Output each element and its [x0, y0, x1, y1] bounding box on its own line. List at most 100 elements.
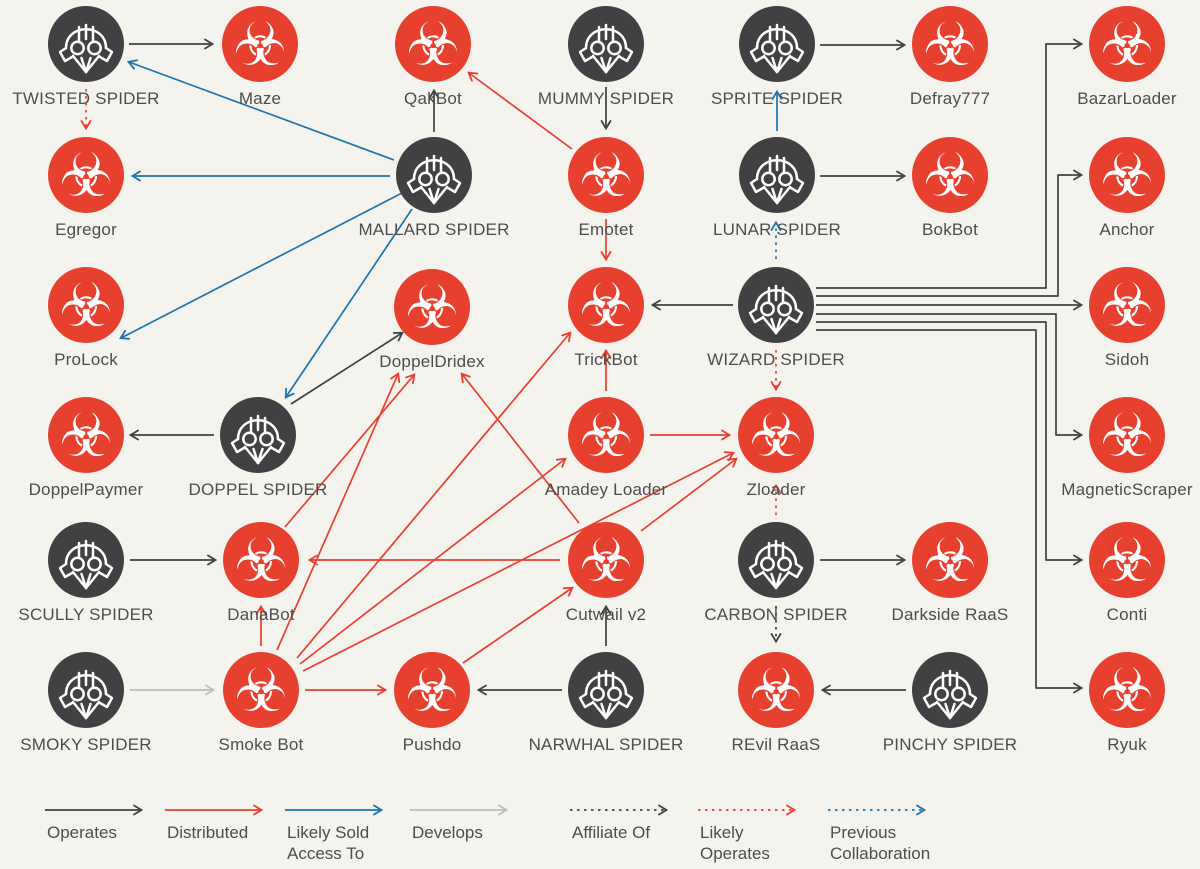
- biohazard-icon: ☣: [1100, 526, 1154, 596]
- malware-node-smoke-bot: ☣Smoke Bot: [219, 652, 303, 754]
- malware-node-trickbot: ☣TrickBot: [568, 267, 644, 369]
- node-label: BokBot: [922, 220, 978, 239]
- node-label: Darkside RaaS: [892, 605, 1009, 624]
- node-label: TrickBot: [574, 350, 637, 369]
- edge-distributed-smoke-bot-to-trickbot: [296, 331, 572, 659]
- biohazard-icon: ☣: [1100, 401, 1154, 471]
- edge-likely_sold_access_to-mallard-spider-to-doppel-spider: [284, 208, 413, 399]
- adversary-node-mummy-spider: MUMMY SPIDER: [538, 6, 674, 108]
- node-label: QakBot: [404, 89, 462, 108]
- adversary-node-sprite-spider: SPRITE SPIDER: [711, 6, 843, 108]
- biohazard-icon: ☣: [579, 401, 633, 471]
- spider-circle: [220, 397, 296, 473]
- malware-circle: [222, 6, 298, 82]
- malware-circle: [1089, 6, 1165, 82]
- malware-circle: [738, 652, 814, 728]
- malware-node-conti: ☣Conti: [1089, 522, 1165, 624]
- malware-node-anchor: ☣ Anchor: [1089, 137, 1165, 239]
- malware-circle: [395, 6, 471, 82]
- edge-operates-doppel-spider-to-doppeldridex: [290, 331, 404, 405]
- spider-circle: [48, 652, 124, 728]
- legend-label-line: Operates: [47, 823, 117, 842]
- edge-operates-wizard-spider-to-bazarloader: [816, 38, 1084, 289]
- malware-circle: [394, 652, 470, 728]
- legend-label-line: Likely Sold: [287, 823, 369, 842]
- edge-distributed-smoke-bot-to-doppeldridex: [276, 371, 401, 651]
- malware-node-zloader: ☣Zloader: [738, 397, 814, 499]
- malware-circle: [223, 522, 299, 598]
- malware-circle: [1089, 137, 1165, 213]
- adversary-node-wizard-spider: WIZARD SPIDER: [707, 267, 845, 369]
- malware-circle: [568, 522, 644, 598]
- adversary-node-doppel-spider: DOPPEL SPIDER: [189, 397, 327, 499]
- malware-node-emotet: ☣ Emotet: [568, 137, 644, 239]
- legend-label-line: Access To: [287, 844, 364, 863]
- spider-circle: [912, 652, 988, 728]
- node-label: Sidoh: [1105, 350, 1149, 369]
- node-label: Emotet: [578, 220, 633, 239]
- node-label: BazarLoader: [1077, 89, 1177, 108]
- edge-distributed-cutwail-v2-to-doppeldridex: [460, 372, 580, 524]
- biohazard-icon: ☣: [1100, 271, 1154, 341]
- biohazard-icon: ☣: [1100, 141, 1154, 211]
- node-label: DoppelDridex: [379, 352, 485, 371]
- biohazard-icon: ☣: [923, 141, 977, 211]
- node-label: MALLARD SPIDER: [358, 220, 509, 239]
- legend-item-affiliate_of: Affiliate Of: [570, 804, 669, 842]
- node-label: Maze: [239, 89, 281, 108]
- edge-operates-wizard-spider-to-ryuk: [816, 329, 1084, 694]
- biohazard-icon: ☣: [923, 10, 977, 80]
- biohazard-icon: ☣: [405, 656, 459, 726]
- biohazard-icon: ☣: [233, 10, 287, 80]
- spider-circle: [739, 6, 815, 82]
- edge-operates-wizard-spider-to-magneticscraper: [816, 313, 1084, 441]
- node-label: Pushdo: [403, 735, 462, 754]
- edge-operates-wizard-spider-to-anchor: [816, 169, 1084, 297]
- legend-item-distributed: Distributed: [165, 804, 264, 842]
- node-label: MUMMY SPIDER: [538, 89, 674, 108]
- malware-node-defray777: ☣Defray777: [910, 6, 990, 108]
- edge-distributed-smoke-bot-to-zloader: [302, 451, 736, 672]
- edge-likely_sold_access_to-mallard-spider-to-twisted-spider: [126, 59, 395, 161]
- malware-circle: [568, 267, 644, 343]
- malware-circle: [568, 137, 644, 213]
- malware-node-bazarloader: ☣BazarLoader: [1077, 6, 1177, 108]
- node-label: NARWHAL SPIDER: [529, 735, 684, 754]
- malware-circle: [912, 137, 988, 213]
- edge-distributed-danabot-to-doppeldridex: [284, 373, 416, 528]
- malware-circle: [48, 397, 124, 473]
- node-label: Anchor: [1099, 220, 1154, 239]
- node-label: Ryuk: [1107, 735, 1147, 754]
- malware-circle: [568, 397, 644, 473]
- node-label: Amadey Loader: [545, 480, 668, 499]
- biohazard-icon: ☣: [749, 401, 803, 471]
- biohazard-icon: ☣: [749, 656, 803, 726]
- malware-node-amadey-loader: ☣ Amadey Loader: [545, 397, 668, 499]
- biohazard-icon: ☣: [1100, 656, 1154, 726]
- malware-node-sidoh: ☣ Sidoh: [1089, 267, 1165, 369]
- node-label: LUNAR SPIDER: [713, 220, 841, 239]
- malware-node-ryuk: ☣ Ryuk: [1089, 652, 1165, 754]
- malware-node-pushdo: ☣ Pushdo: [394, 652, 470, 754]
- malware-node-magneticscraper: ☣ MagneticScraper: [1061, 397, 1193, 499]
- legend-label-line: Develops: [412, 823, 483, 842]
- malware-circle: [1089, 652, 1165, 728]
- biohazard-icon: ☣: [406, 10, 460, 80]
- node-label: MagneticScraper: [1061, 480, 1193, 499]
- adversary-node-lunar-spider: LUNAR SPIDER: [713, 137, 841, 239]
- malware-node-doppeldridex: ☣DoppelDridex: [379, 269, 485, 371]
- node-label: CARBON SPIDER: [704, 605, 847, 624]
- malware-node-maze: ☣ Maze: [222, 6, 298, 108]
- malware-node-cutwail-v2: ☣Cutwail v2: [566, 522, 646, 624]
- biohazard-icon: ☣: [579, 141, 633, 211]
- adversary-node-smoky-spider: SMOKY SPIDER: [20, 652, 152, 754]
- legend-item-develops: Develops: [410, 804, 509, 842]
- malware-node-qakbot: ☣ QakBot: [395, 6, 471, 108]
- biohazard-icon: ☣: [59, 141, 113, 211]
- node-label: DanaBot: [227, 605, 295, 624]
- node-label: TWISTED SPIDER: [12, 89, 159, 108]
- malware-circle: [1089, 397, 1165, 473]
